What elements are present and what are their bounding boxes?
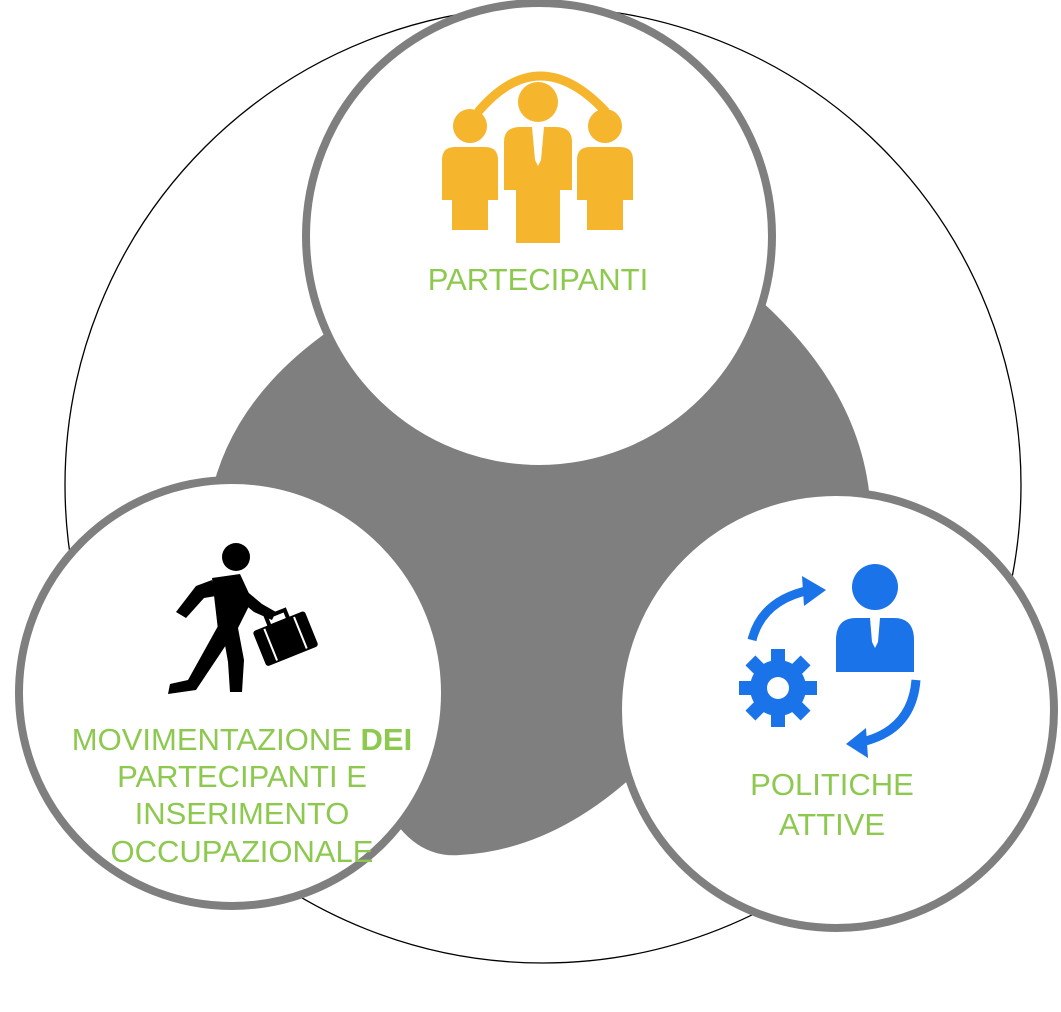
node-left: MOVIMENTAZIONE DEI PARTECIPANTI E INSERI… bbox=[15, 476, 449, 910]
node-top: PARTECIPANTI bbox=[302, 0, 776, 473]
node-right-label-line2: ATTIVE bbox=[779, 807, 885, 842]
node-right: POLITICHE ATTIVE bbox=[614, 488, 1058, 932]
people-group-icon bbox=[442, 71, 633, 243]
node-top-label: PARTECIPANTI bbox=[428, 262, 648, 297]
node-left-label-line3: INSERIMENTO bbox=[135, 796, 350, 831]
node-left-label-line1-normal: MOVIMENTAZIONE bbox=[72, 722, 361, 757]
node-left-circle bbox=[15, 476, 449, 910]
node-left-label-line2: PARTECIPANTI E bbox=[117, 759, 367, 794]
node-left-label-line1: MOVIMENTAZIONE DEI bbox=[72, 722, 412, 757]
node-right-circle bbox=[614, 488, 1058, 932]
node-right-label-line1: POLITICHE bbox=[750, 767, 914, 802]
node-left-label-line1-bold: DEI bbox=[361, 722, 413, 757]
walking-man-with-briefcase-icon bbox=[168, 543, 318, 694]
node-left-label-line4: OCCUPAZIONALE bbox=[111, 834, 374, 869]
person-with-cycle-arrows-and-gear-icon bbox=[739, 564, 921, 758]
